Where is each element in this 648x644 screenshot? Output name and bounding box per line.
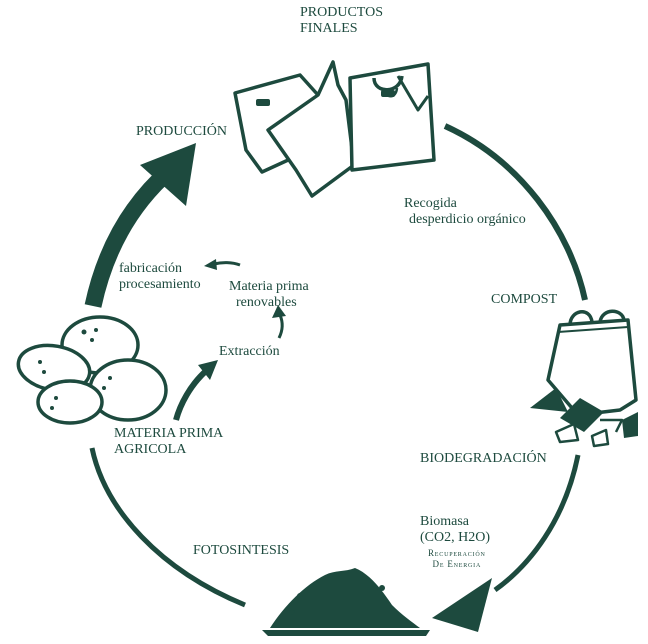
label-recuperacion-energia: Recuperación De Energia — [428, 548, 486, 569]
renewables-arrowhead — [272, 305, 286, 318]
label-extraccion: Extracción — [219, 344, 280, 359]
label-recogida: Recogida desperdicio orgánico — [404, 196, 526, 227]
soil-mound-icon — [262, 568, 430, 636]
label-materia-prima-agricola: MATERIA PRIMA AGRICOLA — [114, 426, 224, 457]
production-arrow — [84, 163, 176, 308]
potatoes-icon — [16, 315, 168, 425]
bags-icon — [233, 60, 436, 198]
biomass-arrowhead — [432, 578, 492, 632]
extraction-arrowhead — [198, 360, 218, 380]
label-compost: COMPOST — [491, 292, 558, 307]
renewables-arrow — [277, 314, 284, 339]
label-fabricacion: fabricación procesamiento — [119, 261, 201, 292]
label-biodegradacion: BIODEGRADACIÓN — [420, 451, 547, 466]
label-produccion: PRODUCCIÓN — [136, 124, 228, 139]
label-biomasa: Biomasa (CO2, H2O) — [420, 514, 490, 545]
label-fotosintesis: FOTOSINTESIS — [193, 543, 290, 558]
arc-biodegradation-to-biomass — [493, 454, 581, 593]
label-materia-prima-renovables: Materia prima renovables — [229, 279, 309, 310]
fabrication-arrowhead — [204, 259, 217, 270]
compost-bag-icon — [530, 309, 638, 448]
fabrication-arrow — [213, 261, 241, 267]
label-productos-finales: PRODUCTOS FINALES — [300, 5, 383, 36]
arc-photosynthesis-to-raw-material — [89, 447, 246, 608]
production-arrowhead — [140, 143, 196, 206]
extraction-arrow — [173, 367, 210, 421]
arc-products-to-compost — [443, 123, 588, 301]
